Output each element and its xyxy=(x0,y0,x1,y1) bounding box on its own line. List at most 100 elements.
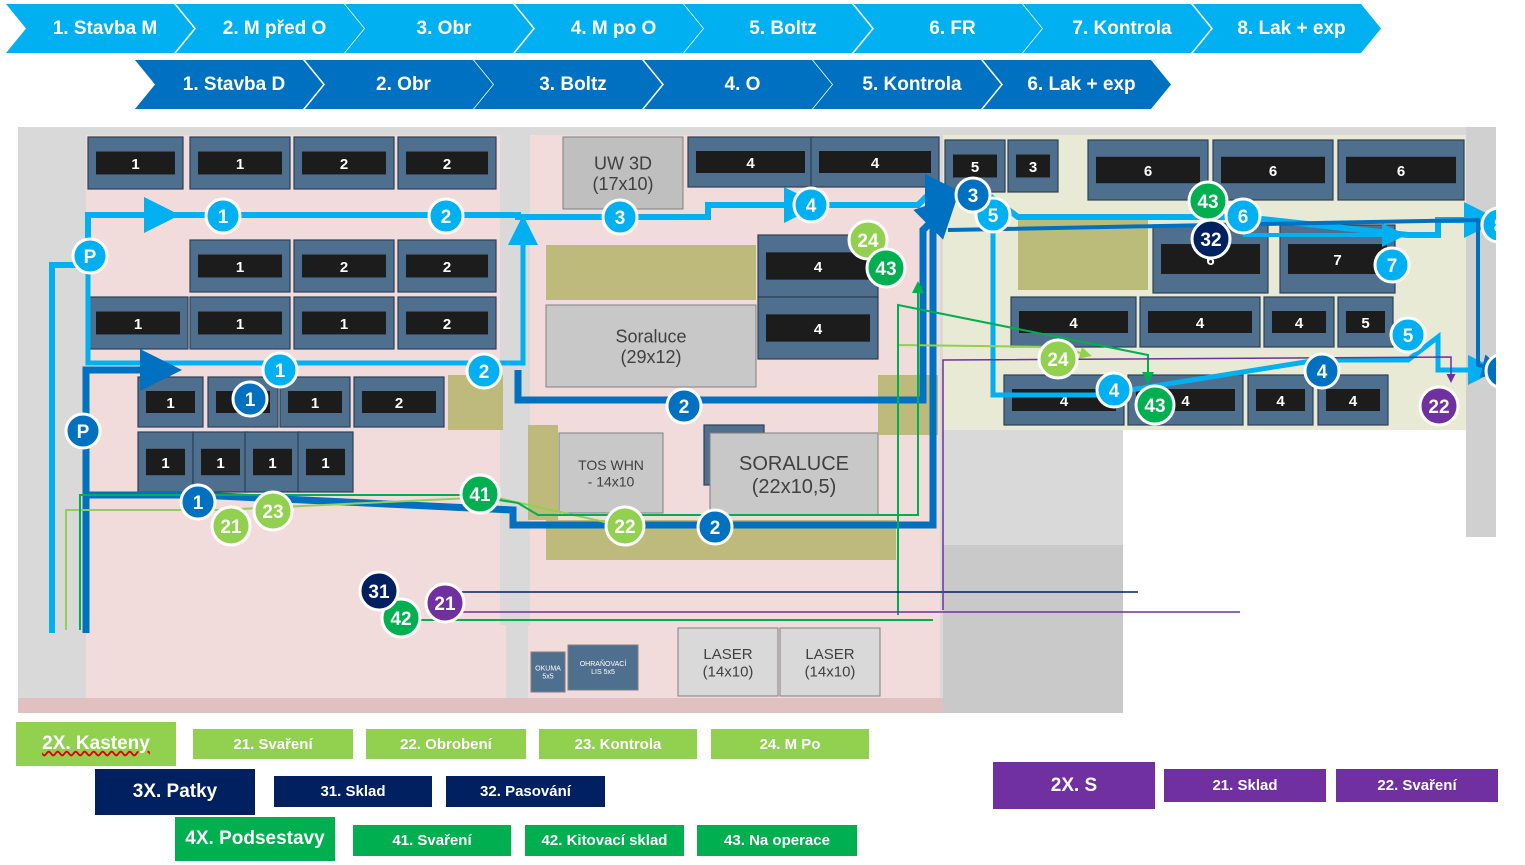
step-marker-circle xyxy=(1484,353,1496,389)
machine-label-line: (14x10) xyxy=(805,663,856,680)
hall-bay-fixture xyxy=(406,254,488,278)
step-marker-label: 2 xyxy=(479,362,490,383)
hall-bay-fixture xyxy=(96,311,180,335)
legend-s-item-1: 21. Sklad xyxy=(1164,769,1326,802)
step-marker-m6a: 6 xyxy=(1224,197,1262,235)
step-marker-m2b: 2 xyxy=(465,352,503,390)
step-marker-m3b: 3 xyxy=(954,176,992,214)
machine-label-line: (29x12) xyxy=(620,347,681,367)
flow-m-step-label: 1. Stavba M xyxy=(52,17,158,39)
flow-m-step-7: 7. Kontrola xyxy=(1023,4,1211,53)
machine-label-line: LIS 5x5 xyxy=(591,669,615,676)
step-marker-label: 5 xyxy=(988,206,999,227)
hall-bay: 1 xyxy=(87,296,189,350)
hall-bay-number: 6 xyxy=(1397,163,1405,180)
machine-label-line: OKUMA xyxy=(535,666,561,673)
hall-bay-number: 1 xyxy=(268,455,276,472)
machine-label-line: - 14x10 xyxy=(588,473,635,489)
flow-d-step-label: 1. Stavba D xyxy=(182,73,286,95)
step-marker-circle xyxy=(792,186,830,224)
step-marker-m3a: 3 xyxy=(601,198,639,236)
step-marker-circle xyxy=(1095,371,1133,409)
machine-label-line: OHRAŇOVACÍ xyxy=(580,659,627,668)
hall-bay-fixture xyxy=(146,391,195,413)
step-marker-label: 1 xyxy=(193,493,204,514)
hall-bay-fixture xyxy=(362,391,436,413)
hall-bay-fixture xyxy=(96,151,175,175)
hall-bay-number: 1 xyxy=(216,455,224,472)
step-marker-d43c: 43 xyxy=(1134,384,1176,426)
step-marker-m1a: 1 xyxy=(204,197,242,235)
machine-tos: TOS WHN- 14x10 xyxy=(558,432,664,514)
hall-bay: 6 xyxy=(1087,139,1209,201)
flow-m-step-1: 1. Stavba M xyxy=(6,4,194,53)
step-marker-circle xyxy=(665,387,703,425)
step-marker-label: 1 xyxy=(218,207,229,228)
step-marker-circle xyxy=(1418,385,1460,427)
step-marker-label: 31 xyxy=(368,582,390,603)
step-marker-label: 42 xyxy=(390,609,411,630)
halls: 1122122111211121111444453666674445444432… xyxy=(87,136,1465,493)
step-marker-label: 3 xyxy=(968,186,979,207)
step-marker-circle xyxy=(1224,197,1262,235)
machine-label-line: Soraluce xyxy=(615,326,686,346)
step-marker-m6b: 6 xyxy=(1484,353,1496,389)
flow-d-step-1: 1. Stavba D xyxy=(135,60,323,109)
legend-podsestavy-item-1: 41. Svaření xyxy=(353,825,511,856)
step-marker-label: 22 xyxy=(614,517,635,538)
step-marker-d43a: 43 xyxy=(1187,180,1229,222)
hall-bay: 1 xyxy=(293,296,395,350)
hall-bay: 1 xyxy=(192,431,249,493)
machine-label-line: LASER xyxy=(805,646,854,663)
step-marker-label: 43 xyxy=(875,259,896,280)
step-marker-circle xyxy=(424,582,466,624)
step-marker-m7a: 7 xyxy=(1373,246,1411,284)
step-marker-label: 1 xyxy=(275,361,286,382)
step-marker-circle xyxy=(1480,206,1496,244)
hall-bay: 1 xyxy=(189,296,291,350)
hall-bay: 1 xyxy=(189,239,291,293)
hall-bay-number: 6 xyxy=(1144,163,1152,180)
step-marker-d43b: 43 xyxy=(865,247,907,289)
hall-bay: 6 xyxy=(1212,139,1334,201)
hall-bay: 4 xyxy=(810,136,940,188)
step-marker-circle xyxy=(954,176,992,214)
step-marker-circle xyxy=(1134,384,1176,426)
floor-plan: 1122122111211121111444453666674445444432… xyxy=(18,127,1496,713)
hall-bay-number: 2 xyxy=(340,259,348,276)
hall-bay: 3 xyxy=(1007,139,1059,193)
step-marker-label: 43 xyxy=(1197,192,1218,213)
legend-kasteny-item-4: 24. M Po xyxy=(711,729,869,759)
hall-bay-number: 5 xyxy=(1361,315,1369,332)
step-marker-circle xyxy=(1190,218,1232,260)
legend-patky-title: 3X. Patky xyxy=(95,769,255,815)
hall-bay-fixture xyxy=(696,151,805,173)
step-marker-circle xyxy=(696,508,734,546)
right-edge xyxy=(1466,127,1496,537)
flow-m-step-2: 2. M před O xyxy=(175,4,364,53)
hall-bay-number: 6 xyxy=(1206,252,1214,269)
machine-frame xyxy=(677,627,779,697)
step-marker-g21: 21 xyxy=(210,505,252,547)
step-marker-label: 4 xyxy=(806,196,817,217)
step-marker-m1b: 1 xyxy=(261,351,299,389)
step-marker-label: 4 xyxy=(1109,381,1120,402)
machine-frame xyxy=(567,644,639,691)
hall-bay-number: 3 xyxy=(1029,159,1037,176)
step-marker-circle xyxy=(459,473,501,515)
step-marker-d42: 42 xyxy=(380,597,422,639)
flow-m-step-8: 8. Lak + exp xyxy=(1192,4,1381,53)
hall-bay-number: 4 xyxy=(1069,315,1078,332)
machine-laser2: LASER(14x10) xyxy=(779,627,881,697)
hall-bay-fixture xyxy=(198,151,282,175)
hall-bay-fixture xyxy=(302,311,386,335)
hall-bay-number: 4 xyxy=(746,155,755,172)
step-marker-m2a: 2 xyxy=(427,197,465,235)
flow-d-step-3: 3. Boltz xyxy=(474,60,662,109)
step-markers: 12345678P1245P11223462123222424414243434… xyxy=(64,176,1496,639)
hall-bay-fixture xyxy=(1016,154,1050,178)
flow-d-step-5: 5. Kontrola xyxy=(813,60,1001,109)
step-marker-label: 41 xyxy=(469,485,491,506)
step-marker-label: 3 xyxy=(615,208,626,229)
hall-bay-number: 4 xyxy=(1060,393,1069,410)
